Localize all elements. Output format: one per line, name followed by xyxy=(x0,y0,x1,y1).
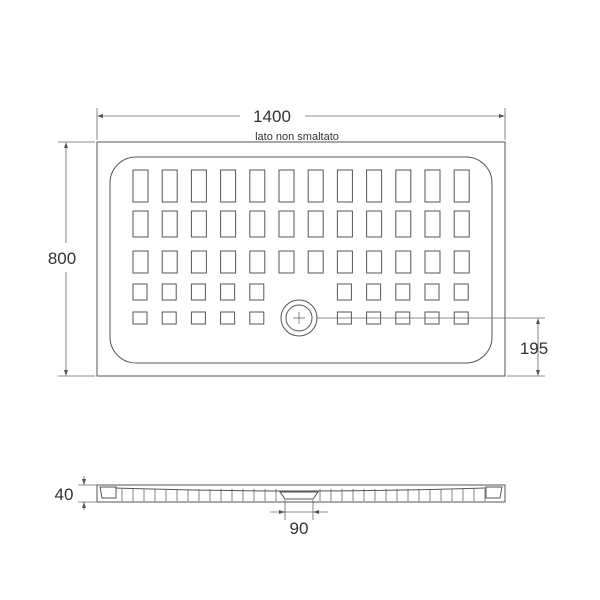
grid-cell xyxy=(278,210,295,238)
width-label: 1400 xyxy=(253,107,291,126)
grid-cell xyxy=(395,169,412,203)
grid-cell xyxy=(161,169,178,203)
grid-cell xyxy=(190,283,206,301)
grid-cell xyxy=(307,169,324,203)
grid-cell xyxy=(190,250,207,274)
tray-section-view xyxy=(96,484,506,503)
grid-cell xyxy=(161,311,177,325)
grid-cell xyxy=(132,311,148,325)
grid-cell xyxy=(132,210,149,238)
grid-cell xyxy=(424,210,441,238)
grid-cell xyxy=(366,210,383,238)
thickness-dimension: 40 xyxy=(55,476,97,510)
grid-cell xyxy=(190,210,207,238)
grid-cell xyxy=(307,210,324,238)
grid-cell xyxy=(424,169,441,203)
grid-cell xyxy=(424,283,440,301)
grid-cell xyxy=(220,210,237,238)
grid-cell xyxy=(132,250,149,274)
grid-cell xyxy=(249,311,265,325)
drain-diameter-label: 90 xyxy=(290,519,309,538)
width-dimension: 1400 lato non smaltato xyxy=(96,107,506,143)
grid-cell xyxy=(336,250,353,274)
grid-cell xyxy=(453,283,469,301)
grid-cell xyxy=(366,283,382,301)
drain-grid xyxy=(132,169,470,325)
drain-outlet xyxy=(280,299,318,337)
grid-cell xyxy=(278,169,295,203)
grid-cell xyxy=(366,169,383,203)
grid-cell xyxy=(220,169,237,203)
grid-cell xyxy=(161,283,177,301)
thickness-label: 40 xyxy=(55,485,74,504)
height-label: 800 xyxy=(48,249,76,268)
grid-cell xyxy=(220,283,236,301)
grid-cell xyxy=(336,283,352,301)
grid-cell xyxy=(132,283,148,301)
grid-cell xyxy=(453,250,470,274)
tray-plan-view xyxy=(96,141,506,377)
grid-cell xyxy=(190,169,207,203)
drain-offset-dimension: 195 xyxy=(317,317,548,377)
grid-cell xyxy=(161,250,178,274)
grid-cell xyxy=(336,210,353,238)
grid-cell xyxy=(249,169,266,203)
drain-offset-label: 195 xyxy=(520,339,548,358)
section-ribs xyxy=(121,489,486,501)
grid-cell xyxy=(161,210,178,238)
grid-cell xyxy=(220,250,237,274)
grid-cell xyxy=(395,210,412,238)
unglazed-side-note: lato non smaltato xyxy=(255,131,339,143)
drain-diameter-dimension: 90 xyxy=(270,500,328,538)
grid-cell xyxy=(278,250,295,274)
grid-cell xyxy=(132,169,149,203)
grid-cell xyxy=(249,250,266,274)
grid-cell xyxy=(453,169,470,203)
grid-cell xyxy=(249,283,265,301)
grid-cell xyxy=(453,210,470,238)
height-dimension: 800 xyxy=(48,141,95,377)
grid-cell xyxy=(249,210,266,238)
grid-cell xyxy=(366,250,383,274)
grid-cell xyxy=(395,283,411,301)
grid-cell xyxy=(220,311,236,325)
grid-cell xyxy=(190,311,206,325)
grid-cell xyxy=(395,250,412,274)
grid-cell xyxy=(307,250,324,274)
grid-cell xyxy=(424,250,441,274)
grid-cell xyxy=(336,169,353,203)
